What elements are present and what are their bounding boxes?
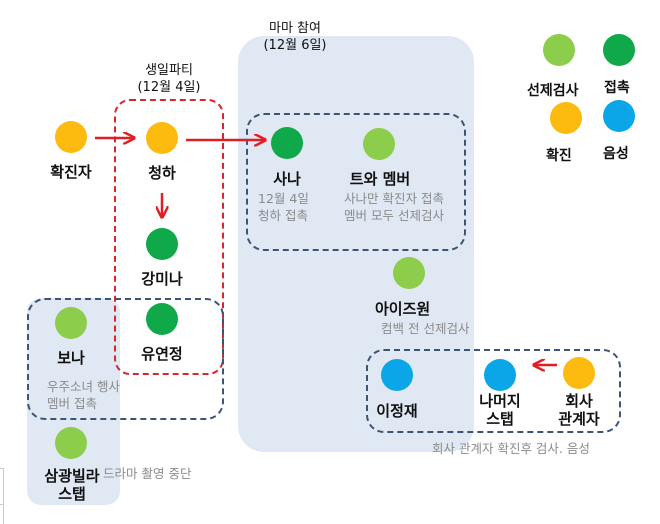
other-staff-name: 나머지 스탭	[470, 392, 530, 428]
samkwang-staff-name-line2: 스탭	[58, 485, 86, 503]
chungha-name: 청하	[148, 164, 176, 182]
legend-negative-label: 음성	[603, 146, 629, 162]
company-group-caption: 회사 관계자 확진후 검사. 음성	[432, 441, 590, 456]
izone-note: 컴백 전 선제검사	[381, 321, 470, 336]
twice-members-name: 트와 멤버	[349, 170, 411, 188]
birthday-party-title-line2: (12월 4일)	[137, 80, 201, 95]
legend-negative-dot	[603, 100, 635, 132]
yoo-yeonjung-dot	[146, 303, 178, 335]
legend-confirmed-dot	[550, 102, 582, 134]
birthday-party-frame	[114, 99, 224, 375]
mama-title-line2: (12월 6일)	[263, 38, 327, 53]
samkwang-staff-name-line1: 삼광빌라	[44, 467, 100, 485]
samkwang-staff-dot	[55, 427, 87, 459]
sana-note-line2: 청하 접촉	[258, 208, 308, 223]
other-staff-dot	[484, 359, 516, 391]
confirmed-person-dot	[55, 121, 87, 153]
table-edge-line	[3, 468, 4, 524]
other-staff-name-line1: 나머지	[479, 392, 521, 410]
other-staff-name-line2: 스탭	[486, 410, 514, 428]
company-frame	[366, 349, 621, 433]
lee-jungjae-name: 이정재	[376, 402, 418, 420]
twice-members-dot	[363, 128, 395, 160]
company-official-dot	[563, 357, 595, 389]
samkwang-staff-name: 삼광빌라 스탭	[38, 467, 106, 503]
mama-group-panel	[238, 36, 474, 452]
sana-note-line1: 12월 4일	[258, 191, 309, 206]
bona-note-line2: 멤버 접촉	[47, 396, 97, 411]
company-official-name-line2: 관계자	[558, 410, 600, 428]
samkwang-staff-note: 드라마 촬영 중단	[103, 466, 192, 481]
legend-contact-label: 접촉	[604, 80, 630, 96]
bona-note-line1: 우주소녀 행사	[47, 379, 120, 394]
company-official-name-line1: 회사	[565, 392, 593, 410]
wjsn-frame	[27, 298, 224, 420]
kang-mina-dot	[146, 228, 178, 260]
twice-members-note-line1: 사나만 확진자 접촉	[344, 191, 444, 206]
legend-contact-dot	[603, 34, 635, 66]
table-edge-line	[0, 504, 4, 505]
sana-name: 사나	[273, 170, 301, 188]
twice-frame	[246, 113, 466, 251]
mama-title: 마마 참여 (12월 6일)	[240, 20, 350, 54]
kang-mina-name: 강미나	[141, 270, 183, 288]
yoo-yeonjung-name: 유연정	[141, 345, 183, 363]
bona-name: 보나	[57, 349, 85, 367]
izone-name: 아이즈원	[375, 300, 431, 318]
lee-jungjae-dot	[381, 359, 413, 391]
birthday-party-title: 생일파티 (12월 4일)	[114, 62, 224, 96]
confirmed-person-name: 확진자	[50, 163, 92, 181]
table-edge-line	[0, 468, 4, 469]
izone-dot	[393, 257, 425, 289]
legend-pretest-dot	[543, 34, 575, 66]
twice-members-note-line2: 멤버 모두 선제검사	[344, 208, 444, 223]
bona-dot	[55, 307, 87, 339]
sana-dot	[271, 127, 303, 159]
legend-pretest-label: 선제검사	[527, 83, 579, 99]
company-official-name: 회사 관계자	[549, 392, 609, 428]
mama-title-line1: 마마 참여	[269, 21, 321, 36]
chungha-dot	[146, 122, 178, 154]
legend-confirmed-label: 확진	[546, 148, 572, 164]
birthday-party-title-line1: 생일파티	[145, 63, 193, 78]
